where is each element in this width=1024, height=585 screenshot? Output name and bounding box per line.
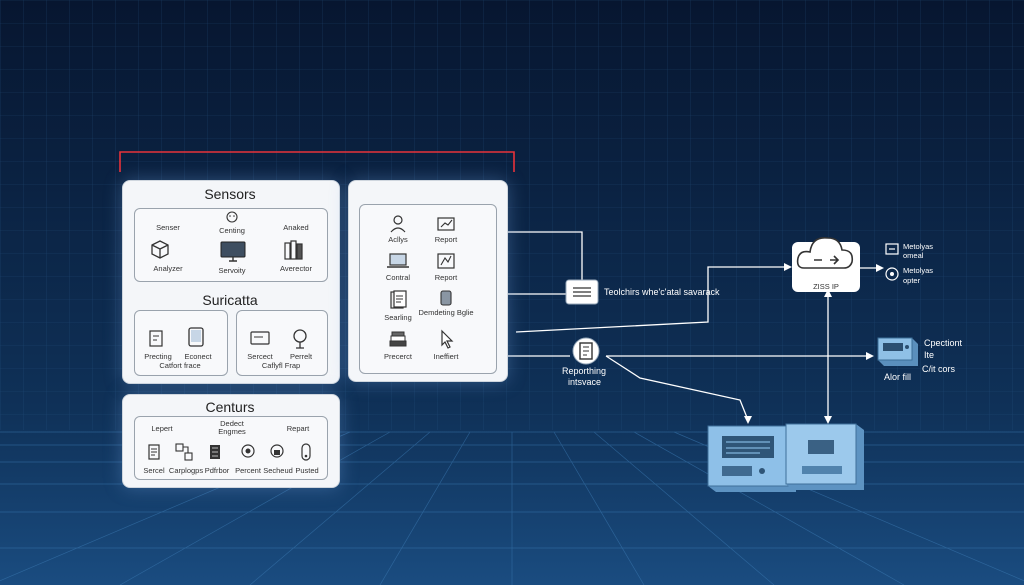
card-icon bbox=[250, 331, 270, 345]
trend-icon bbox=[437, 253, 455, 269]
sensor-label-top: Senser bbox=[156, 223, 180, 232]
ineffiert-label: Ineffiert bbox=[433, 352, 459, 361]
caflyfl-label: Caflyfl Frap bbox=[261, 361, 301, 370]
sensors-title: Sensors bbox=[204, 186, 256, 202]
cpection-label-a: Cpectiont bbox=[924, 338, 963, 348]
sensor-label-bottom: Analyzer bbox=[153, 264, 183, 273]
precerct-label: Precerct bbox=[384, 352, 412, 361]
servoity-label: Servoity bbox=[218, 266, 246, 275]
contral-label: Contral bbox=[385, 273, 411, 282]
user-icon bbox=[390, 215, 406, 233]
centurs-subgroup bbox=[134, 416, 328, 480]
precting-label: Precting bbox=[144, 352, 172, 361]
metrics-2b-label: opter bbox=[903, 276, 921, 285]
tag-icon bbox=[301, 443, 311, 461]
reporting-label-b: intsvace bbox=[568, 377, 602, 387]
metrics-2a-label: Metolyas bbox=[903, 266, 934, 275]
demdeting-label: Demdeting Bglie bbox=[418, 308, 474, 317]
averector-label: Averector bbox=[280, 264, 312, 273]
centing-label: Centing bbox=[219, 226, 245, 235]
centurs-item-2: Carplogps bbox=[168, 466, 204, 475]
analyzer-box-icon bbox=[151, 240, 169, 259]
books-stack-icon bbox=[389, 331, 407, 347]
lock-circle-icon bbox=[270, 444, 284, 458]
chip-icon bbox=[210, 445, 220, 459]
small-server-icon bbox=[877, 337, 918, 366]
tablet-icon bbox=[188, 327, 204, 347]
centurs-item-4: Percent bbox=[235, 466, 261, 475]
face-icon bbox=[241, 444, 255, 458]
gear-face-icon bbox=[226, 211, 238, 223]
cpection-label-c: C/it cors bbox=[922, 364, 956, 374]
suricata-title: Suricatta bbox=[202, 292, 258, 308]
report-label-2: Report bbox=[434, 273, 458, 282]
searling-label: Searling bbox=[384, 313, 412, 322]
centurs-item-5: Secheud bbox=[263, 466, 293, 475]
server-hardware bbox=[707, 423, 864, 492]
metrics-icon-1 bbox=[885, 243, 899, 255]
cloud-label: ZISS IP bbox=[813, 282, 839, 291]
catfort-label: Catfort frace bbox=[159, 361, 201, 370]
sercect-label: Sercect bbox=[247, 352, 273, 361]
cylinder-icon bbox=[440, 290, 452, 306]
report-node-icon bbox=[572, 337, 600, 365]
perrelt-label: Perrelt bbox=[289, 352, 313, 361]
alor-label: Alor fill bbox=[884, 372, 912, 382]
pin-icon bbox=[293, 329, 307, 349]
network-icon bbox=[175, 443, 193, 461]
list-node-icon bbox=[565, 279, 599, 305]
acllys-label: Acllys bbox=[388, 235, 408, 244]
middle-subgroup bbox=[359, 204, 497, 374]
laptop-icon bbox=[387, 253, 409, 268]
econect-label: Econect bbox=[184, 352, 212, 361]
books-icon bbox=[284, 240, 303, 260]
red-bracket bbox=[119, 151, 515, 172]
lepert-label: Lepert bbox=[151, 424, 173, 433]
centurs-item-3: Pdfrbor bbox=[204, 466, 230, 475]
tracking-label: Teolchirs whe'c'atal savarack bbox=[604, 287, 720, 297]
dedect-label: Dedect Engmes bbox=[218, 419, 246, 436]
reporting-label-a: Reporthing bbox=[562, 366, 607, 376]
centurs-item-1: Sercel bbox=[143, 466, 165, 475]
cloud-node-icon bbox=[792, 236, 860, 292]
metrics-1b-label: omeal bbox=[903, 251, 924, 260]
report-label-1: Report bbox=[434, 235, 458, 244]
monitor-icon bbox=[220, 241, 246, 262]
clipboard-icon bbox=[149, 330, 163, 347]
metrics-1a-label: Metolyas bbox=[903, 242, 934, 251]
repart-label: Repart bbox=[286, 424, 310, 433]
chart-card-icon bbox=[437, 217, 455, 231]
document-icon bbox=[148, 444, 160, 460]
cpection-label-b: Ite bbox=[924, 350, 935, 360]
anaked-label: Anaked bbox=[283, 223, 309, 232]
document-stack-icon bbox=[390, 290, 407, 309]
centurs-item-6: Pusted bbox=[295, 466, 319, 475]
cursor-icon bbox=[441, 329, 454, 349]
metrics-icon-2 bbox=[885, 267, 899, 281]
centurs-title: Centurs bbox=[205, 399, 255, 415]
